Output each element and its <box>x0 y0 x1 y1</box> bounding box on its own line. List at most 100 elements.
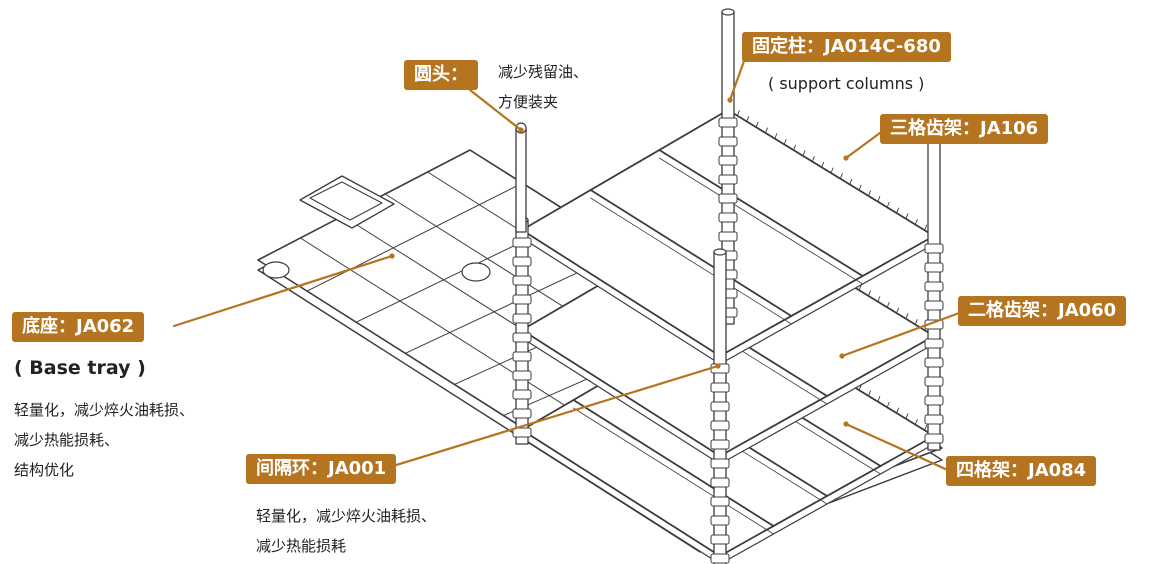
spacer-ring <box>710 420 730 431</box>
support-column-cap <box>713 248 727 256</box>
spacer-ring <box>512 294 532 305</box>
two-grid-rack-leader <box>840 310 964 358</box>
three-grid-rack-tooth <box>736 110 740 117</box>
three-grid-rack-label: 三格齿架：JA106 <box>880 114 1049 144</box>
base-tray-center-boss <box>461 262 491 282</box>
spacer-ring <box>924 376 944 387</box>
four-grid-rack-tooth <box>858 384 862 391</box>
spacer-ring <box>718 174 738 185</box>
four-grid-rack-tooth-bar-shadow <box>573 407 774 535</box>
three-grid-rack-tooth <box>849 179 853 185</box>
three-grid-rack-tooth <box>793 144 796 151</box>
spacer-ring <box>512 275 532 286</box>
four-grid-rack-tooth <box>924 424 928 431</box>
three-grid-rack-leader-end <box>843 155 849 161</box>
spacer-ring <box>512 351 532 362</box>
spacer-ring <box>924 414 944 425</box>
spacer-ring <box>710 477 730 488</box>
three-grid-rack-tooth <box>830 167 834 174</box>
two-grid-rack-tooth <box>905 313 909 320</box>
base-tray-note-line-2: 减少热能损耗、 <box>14 431 120 449</box>
spacer-ring <box>710 458 730 469</box>
three-grid-rack-tooth-bar <box>589 189 793 317</box>
spacer-ring <box>718 136 738 147</box>
leader-lines <box>172 48 964 474</box>
three-grid-rack-tooth <box>802 150 806 157</box>
four-grid-rack-label: 四格架：JA084 <box>946 456 1097 486</box>
spacer-ring <box>710 382 730 393</box>
base-tray-note-line-1: 轻量化，减少焠火油耗损、 <box>14 401 195 419</box>
three-grid-rack-leader <box>844 128 886 160</box>
round-head-note-line-1: 减少残留油、 <box>498 63 589 81</box>
two-grid-rack-tooth <box>914 319 918 325</box>
spacer-ring <box>924 243 944 254</box>
two-grid-rack-tooth <box>886 301 890 308</box>
three-grid-rack-tooth <box>811 156 815 162</box>
four-grid-rack-tooth <box>886 401 890 408</box>
three-grid-rack-tooth <box>868 190 871 197</box>
spacer-ring <box>710 496 730 507</box>
spacer-ring <box>718 193 738 204</box>
two-grid-rack-tooth <box>858 284 862 291</box>
round-head-pin <box>515 127 527 233</box>
three-grid-rack-tooth <box>774 133 778 140</box>
spacer-ring <box>512 370 532 381</box>
spacer-ring <box>924 262 944 273</box>
fixed-column-label: 固定柱：JA014C-680 <box>742 32 951 62</box>
three-grid-rack-tooth <box>746 116 750 122</box>
four-grid-rack-tooth <box>896 407 899 414</box>
spacer-ring <box>512 427 532 438</box>
four-grid-rack-tooth <box>868 390 871 397</box>
base-tray-handle-cutout <box>309 181 383 221</box>
spacer-ring <box>710 439 730 450</box>
four-grid-rack-tooth <box>914 419 918 425</box>
three-grid-rack-tooth <box>755 121 759 128</box>
four-grid-rack-tooth <box>877 396 881 403</box>
spacer-ring-note-line-2: 减少热能损耗 <box>256 537 347 555</box>
spacer-ring <box>710 515 730 526</box>
spacer-ring <box>512 237 532 248</box>
spacer-ring <box>710 401 730 412</box>
three-grid-rack-tooth <box>839 173 843 180</box>
spacer-ring <box>512 408 532 419</box>
spacer-ring <box>710 534 730 545</box>
spacer-ring <box>718 155 738 166</box>
spacer-ring <box>512 332 532 343</box>
base-tray-leader <box>172 254 394 328</box>
three-grid-rack-tooth-bar-shadow <box>658 157 864 285</box>
three-grid-rack-tooth-bar <box>658 149 864 277</box>
spacer-ring-note-line-1: 轻量化，减少焠火油耗损、 <box>256 507 437 525</box>
three-grid-rack-tooth-bar-shadow <box>590 197 792 325</box>
four-grid-rack-leader-end <box>843 421 849 427</box>
spacer-ring <box>718 212 738 223</box>
spacer-ring <box>710 553 730 564</box>
two-grid-rack-tooth <box>868 290 871 297</box>
three-grid-rack-tooth <box>896 207 899 214</box>
spacer-ring <box>512 313 532 324</box>
spacer-ring <box>924 281 944 292</box>
three-grid-rack-tooth <box>924 224 928 231</box>
round-head-note-line-2: 方便装夹 <box>498 93 559 111</box>
spacer-ring <box>512 256 532 267</box>
base-tray-note-line-3: 结构优化 <box>14 461 75 479</box>
fixture-drawing <box>257 8 944 564</box>
spacer-ring <box>924 300 944 311</box>
spacer-ring <box>718 231 738 242</box>
base-tray-subtitle: ( Base tray ) <box>14 357 146 379</box>
two-grid-rack-leader-end <box>839 353 845 359</box>
fixed-column-leader-end <box>727 97 733 103</box>
round-head-leader-end <box>518 127 524 133</box>
three-grid-rack-tooth <box>821 161 825 168</box>
round-head-leader <box>468 88 523 132</box>
four-grid-rack-tooth-bar <box>572 399 775 527</box>
three-grid-rack-tooth <box>858 184 862 191</box>
spacer-ring <box>924 395 944 406</box>
spacer-ring-leader <box>378 364 720 472</box>
four-grid-rack-leader <box>844 422 954 474</box>
three-grid-rack-tooth <box>914 219 918 225</box>
fixed-column-note: ( support columns ) <box>768 74 925 93</box>
two-grid-rack-tooth <box>877 296 881 303</box>
spacer-ring <box>718 117 738 128</box>
support-column-cap <box>721 8 735 16</box>
